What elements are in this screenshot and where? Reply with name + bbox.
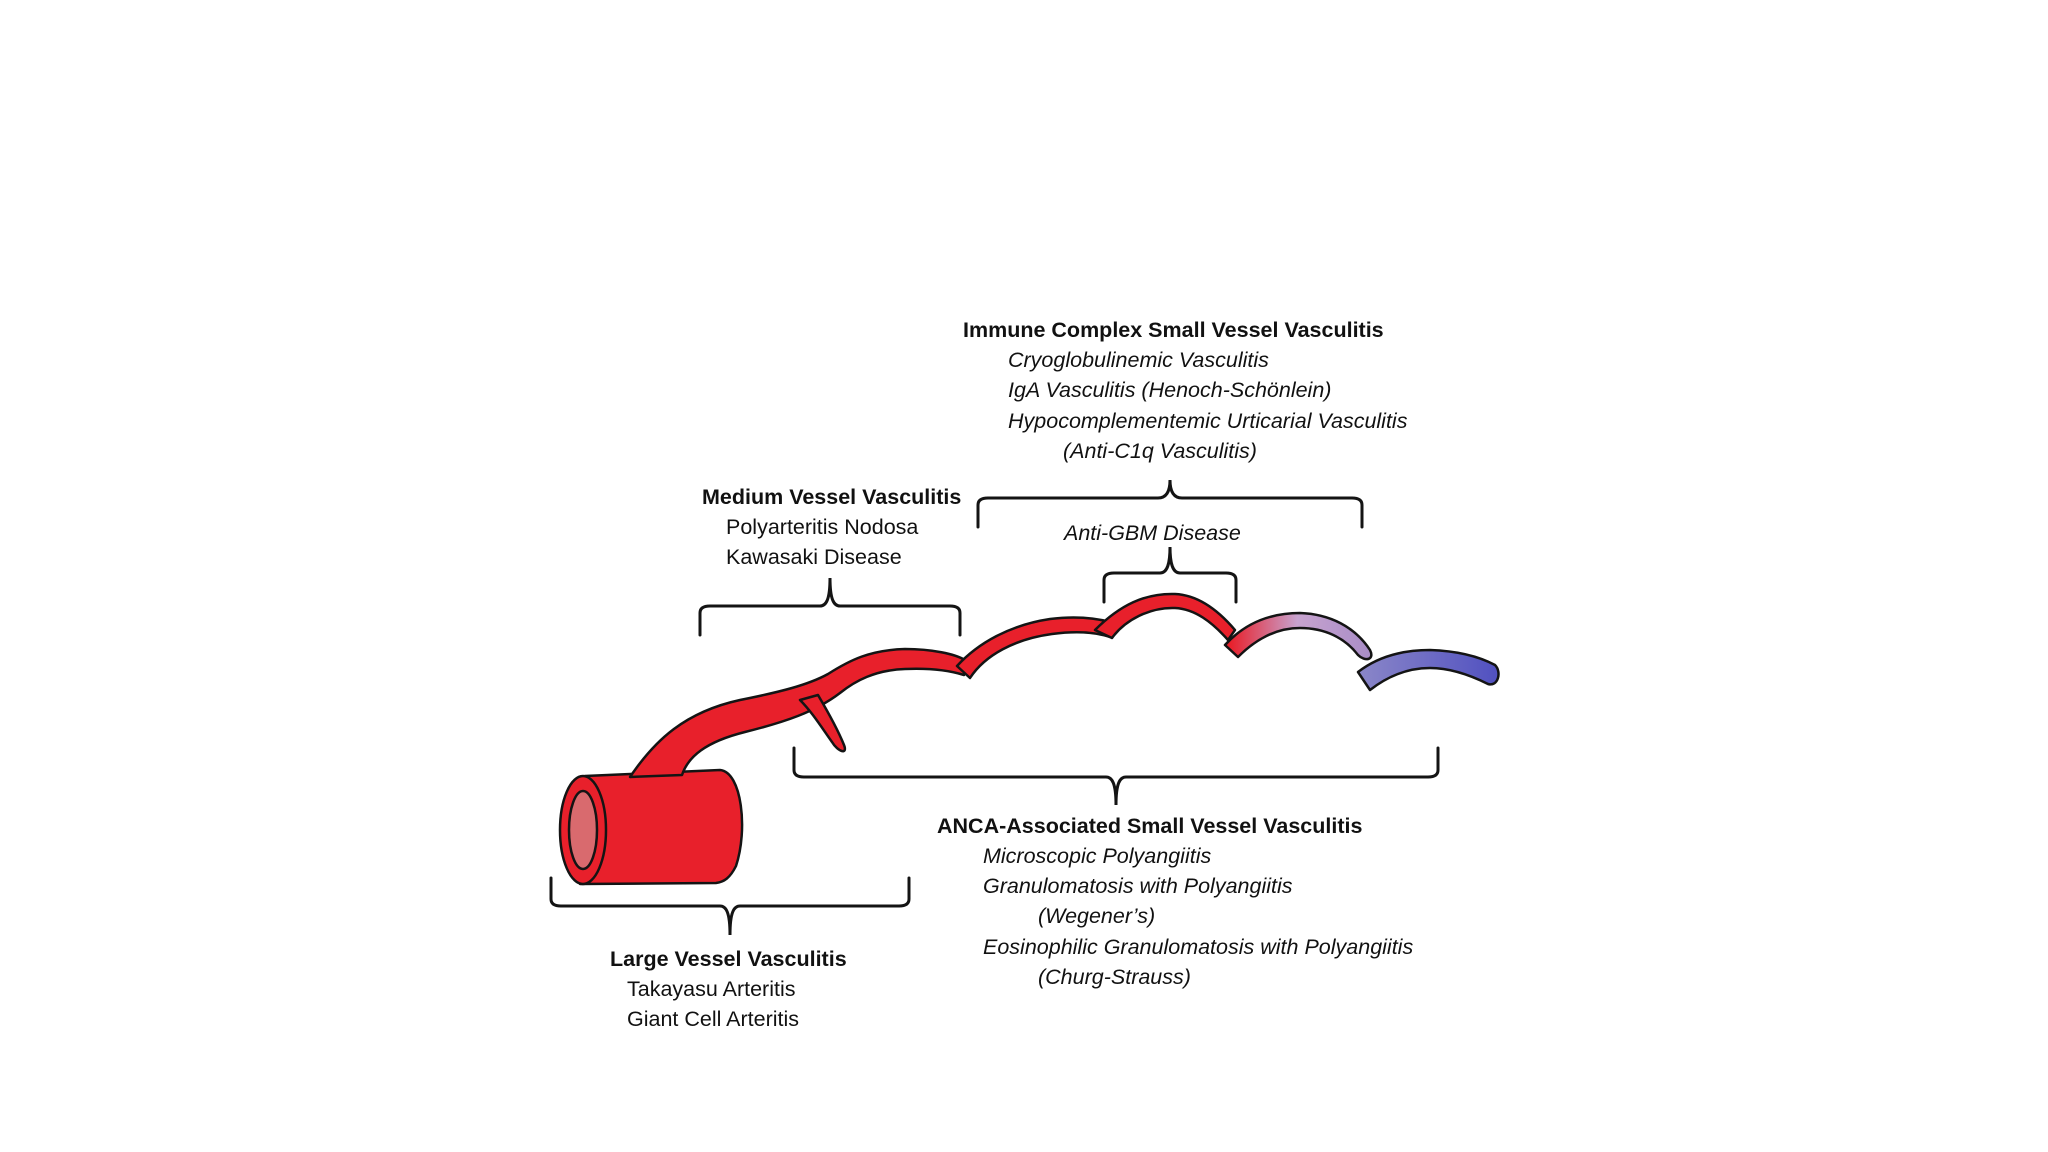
medium-branch — [798, 693, 847, 753]
large-artery-body — [578, 768, 744, 886]
capillary-hump — [1223, 611, 1373, 661]
immune-complex-heading: Immune Complex Small Vessel Vasculitis — [963, 318, 1384, 342]
anca-item: Eosinophilic Granulomatosis with Polyang… — [983, 935, 1414, 959]
medium-vessel-item: Kawasaki Disease — [726, 545, 902, 569]
small-artery-arc — [955, 616, 1112, 680]
immune-complex-item: Cryoglobulinemic Vasculitis — [1008, 348, 1269, 372]
immune-complex-item: IgA Vasculitis (Henoch-Schönlein) — [1008, 378, 1332, 402]
anca-item: Granulomatosis with Polyangiitis — [983, 874, 1293, 898]
large-vessel-item: Takayasu Arteritis — [627, 977, 796, 1001]
anti-gbm-bracket — [1102, 546, 1238, 604]
anca-bracket — [792, 746, 1440, 806]
large-vessel-bracket — [549, 876, 911, 936]
brackets — [549, 479, 1440, 936]
anca-item: Microscopic Polyangiitis — [983, 844, 1212, 868]
medium-vessel-bracket — [698, 577, 962, 637]
arteriole-hump — [1093, 592, 1237, 642]
anca-item: (Churg-Strauss) — [1038, 965, 1191, 989]
large-vessel-item: Giant Cell Arteritis — [627, 1007, 800, 1031]
artery-trunk — [628, 647, 967, 779]
anca-item: (Wegener’s) — [1038, 904, 1156, 928]
large-artery-lumen — [567, 789, 599, 871]
medium-vessel-heading: Medium Vessel Vasculitis — [702, 485, 962, 509]
medium-vessel-item: Polyarteritis Nodosa — [726, 515, 919, 539]
immune-complex-item: Hypocomplementemic Urticarial Vasculitis — [1008, 409, 1408, 433]
large-vessel-heading: Large Vessel Vasculitis — [610, 947, 847, 971]
immune-complex-bracket — [976, 479, 1364, 529]
anca-heading: ANCA-Associated Small Vessel Vasculitis — [937, 814, 1363, 838]
anti-gbm-label: Anti-GBM Disease — [1064, 521, 1241, 545]
venule — [1356, 648, 1500, 692]
immune-complex-item: (Anti-C1q Vasculitis) — [1063, 439, 1257, 463]
vessel-tree — [558, 592, 1500, 886]
